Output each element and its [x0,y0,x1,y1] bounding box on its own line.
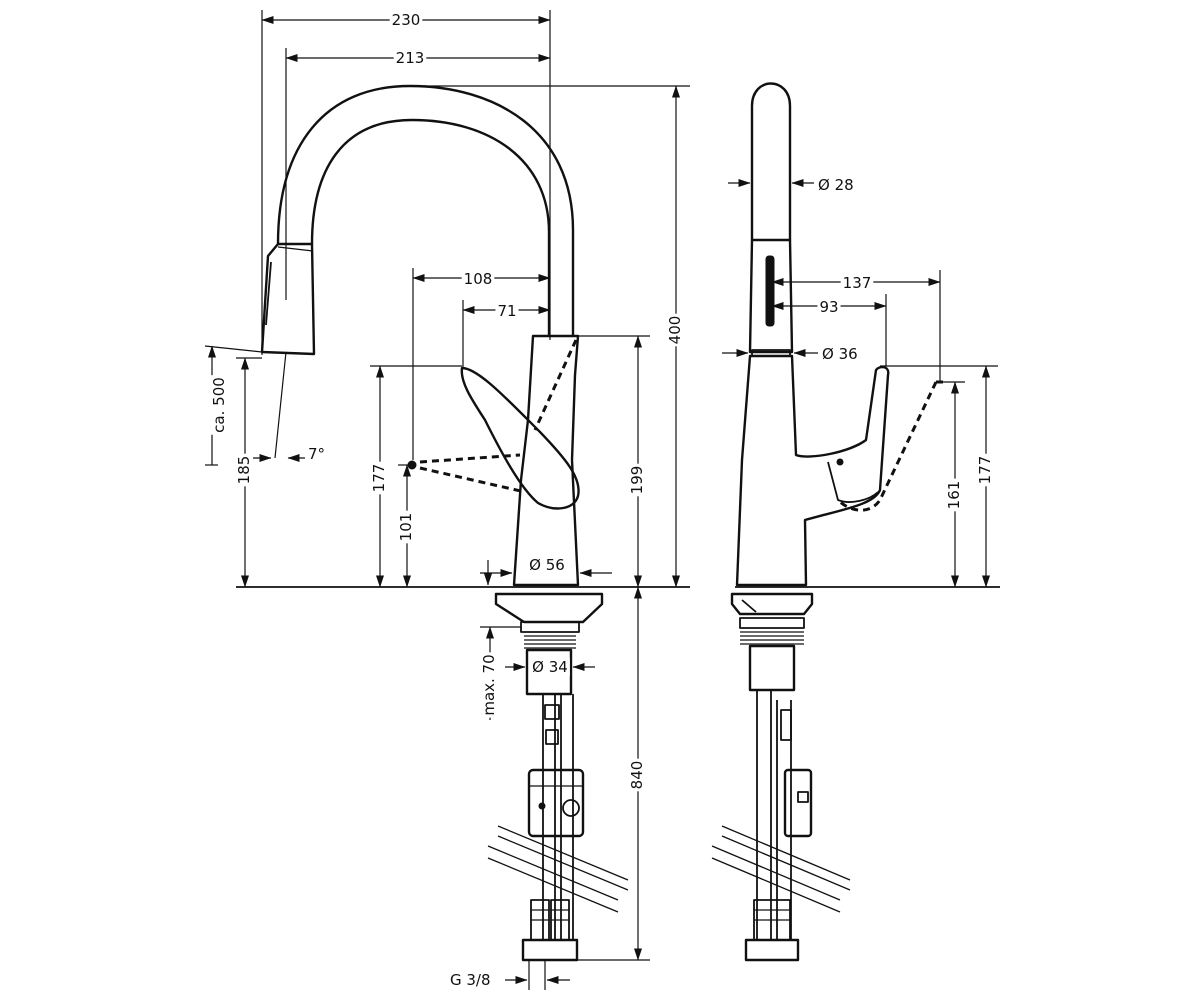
side-spray-button [765,255,775,327]
dim-height: 400 [666,316,684,345]
shank-nut [525,648,573,696]
dim-overall-width: 230 [392,11,421,29]
side-shank-nut [748,644,796,692]
supply-hoses [542,694,574,940]
spray-head-seam [277,246,314,252]
cut-lines-side [711,825,851,913]
dim-connection: G 3/8 [450,971,491,989]
mounting-plate [494,592,604,624]
side-hose-weight [783,768,813,838]
faucet-body [512,334,580,587]
dim-lever-reach: 93 [819,298,838,316]
side-connectors [744,899,800,962]
lever-handle [460,366,580,510]
side-mounting-plate [730,592,814,616]
dim-angle: 7° [308,445,325,463]
dim-handle-height: 177 [370,464,388,493]
side-view: Ø 28 137 93 Ø 36 161 177 [711,82,1000,962]
shank-top [520,621,580,633]
dim-lever-height-low: 161 [945,481,963,510]
dim-handle-low: 101 [397,513,415,542]
cut-lines-front [487,825,629,913]
lever-dashed-low [419,453,521,464]
dim-spray-height: 185 [235,456,253,485]
side-weight-mark [797,791,809,803]
dim-handle-offset: 71 [497,302,516,320]
side-shank-top [739,617,805,629]
hose-weight-screw [562,799,580,817]
lever-dashed-side [533,339,578,431]
lever-dashed-low2 [419,466,526,494]
side-plate-mark [741,599,757,613]
spray-head-button [265,261,272,326]
hose-weight [527,768,585,838]
dim-body-diameter: Ø 36 [822,345,858,363]
dim-spout-reach: 213 [396,49,425,67]
dim-body-height: 199 [628,466,646,495]
hose-connectors [521,899,579,962]
side-spout [750,82,792,242]
side-lever-dot [836,458,844,466]
spout-inner [310,118,551,338]
side-body [735,354,890,587]
shank-thread [524,635,576,649]
dim-spout-diameter: Ø 28 [818,176,854,194]
hose-weight-dot [538,802,546,810]
side-lever-dashed [836,381,938,512]
dim-shank-length: max. 70 [480,654,498,715]
dim-lever-reach-max: 137 [843,274,872,292]
dim-base-diameter: Ø 56 [529,556,565,574]
dim-handle-reach: 108 [464,270,493,288]
spray-head [260,242,316,356]
dim-pullout: ca. 500 [210,377,228,433]
spout-outer [276,84,575,338]
dim-shank-diameter: Ø 34 [532,658,568,676]
side-shank-thread [740,631,804,645]
side-spray-head [748,238,794,354]
dim-lever-height: 177 [976,456,994,485]
front-view: 230 213 400 108 71 ca. 500 7° 185 1 [204,10,690,990]
side-lever-cutout [827,461,879,503]
dim-hose-length: 840 [628,761,646,790]
